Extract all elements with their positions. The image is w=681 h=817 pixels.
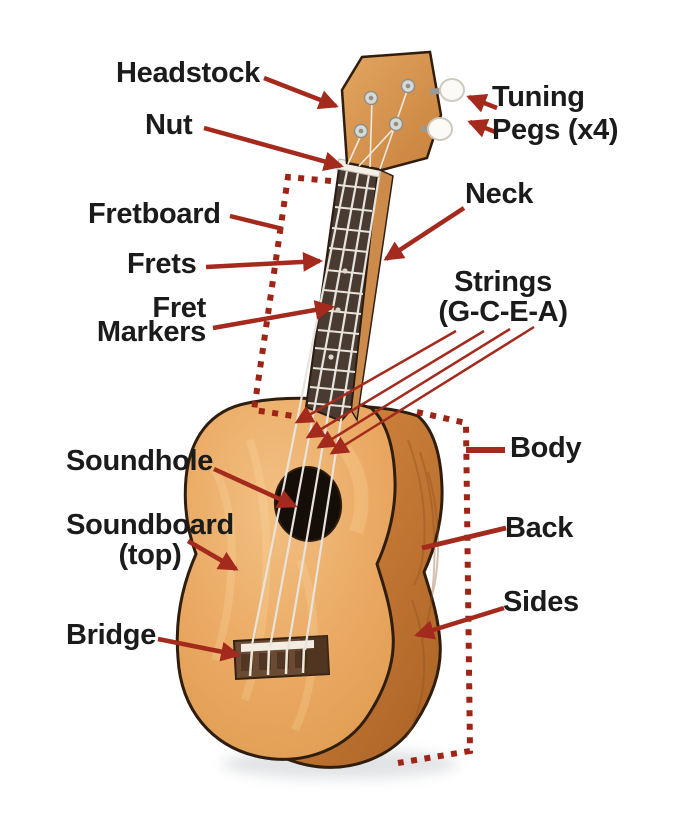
tuning-pegs-arrow-2 (467, 118, 499, 138)
tuning-peg-posts (353, 78, 416, 139)
label-headstock: Headstock (116, 57, 260, 89)
label-bridge: Bridge (66, 619, 157, 651)
nut-arrow (203, 125, 344, 172)
fretboard-dotted-outline (250, 173, 332, 419)
fret-markers-arrow (212, 300, 335, 331)
strings-pointer-line-3 (316, 327, 511, 449)
label-fret-markers-line1: Fret (152, 292, 206, 324)
label-soundboard-line2: (top) (118, 539, 182, 571)
label-tuning-pegs: Tuning Pegs (x4) (492, 81, 619, 147)
back-pointer-line (421, 525, 507, 551)
bridge (232, 634, 331, 681)
sides-arrow (414, 605, 505, 640)
bridge-string-ties (248, 646, 306, 677)
neck-arrow (383, 206, 466, 261)
bridge-saddle (241, 640, 314, 652)
label-strings-line2: (G-C-E-A) (438, 296, 568, 328)
fret-markers (328, 268, 348, 360)
label-soundhole: Soundhole (66, 445, 214, 477)
label-strings-line1: Strings (454, 266, 552, 298)
label-fretboard: Fretboard (88, 198, 221, 230)
strings-pointer-lines (294, 325, 535, 455)
label-tuning-pegs-line1: Tuning (492, 81, 585, 113)
strings-pointer-line-1 (294, 329, 457, 424)
label-soundboard-line1: Soundboard (66, 509, 234, 541)
label-fret-markers: Fret Markers (56, 292, 206, 348)
label-body: Body (510, 432, 582, 464)
label-frets: Frets (127, 248, 197, 280)
fretboard-pointer-line (229, 213, 284, 232)
label-soundboard: Soundboard (top) (55, 510, 245, 570)
soundhole-arrow (213, 466, 298, 509)
label-neck: Neck (465, 178, 534, 210)
soundboard-arrow (186, 539, 239, 571)
tuning-peg-buttons (420, 78, 465, 141)
headstock (340, 50, 465, 172)
strings-pointer-line-4 (329, 325, 535, 455)
bridge-arrow (157, 636, 241, 662)
label-tuning-pegs-line2: Pegs (x4) (492, 114, 619, 146)
frets-arrow (205, 251, 323, 272)
headstock-arrow (263, 75, 339, 110)
label-nut: Nut (145, 109, 193, 141)
strings-pointer-line-2 (305, 329, 485, 439)
label-fret-markers-line2: Markers (96, 316, 206, 348)
tuning-pegs-arrow-1 (466, 93, 498, 113)
label-back: Back (505, 512, 574, 544)
label-strings: Strings (G-C-E-A) (427, 267, 579, 327)
label-sides: Sides (503, 586, 579, 618)
